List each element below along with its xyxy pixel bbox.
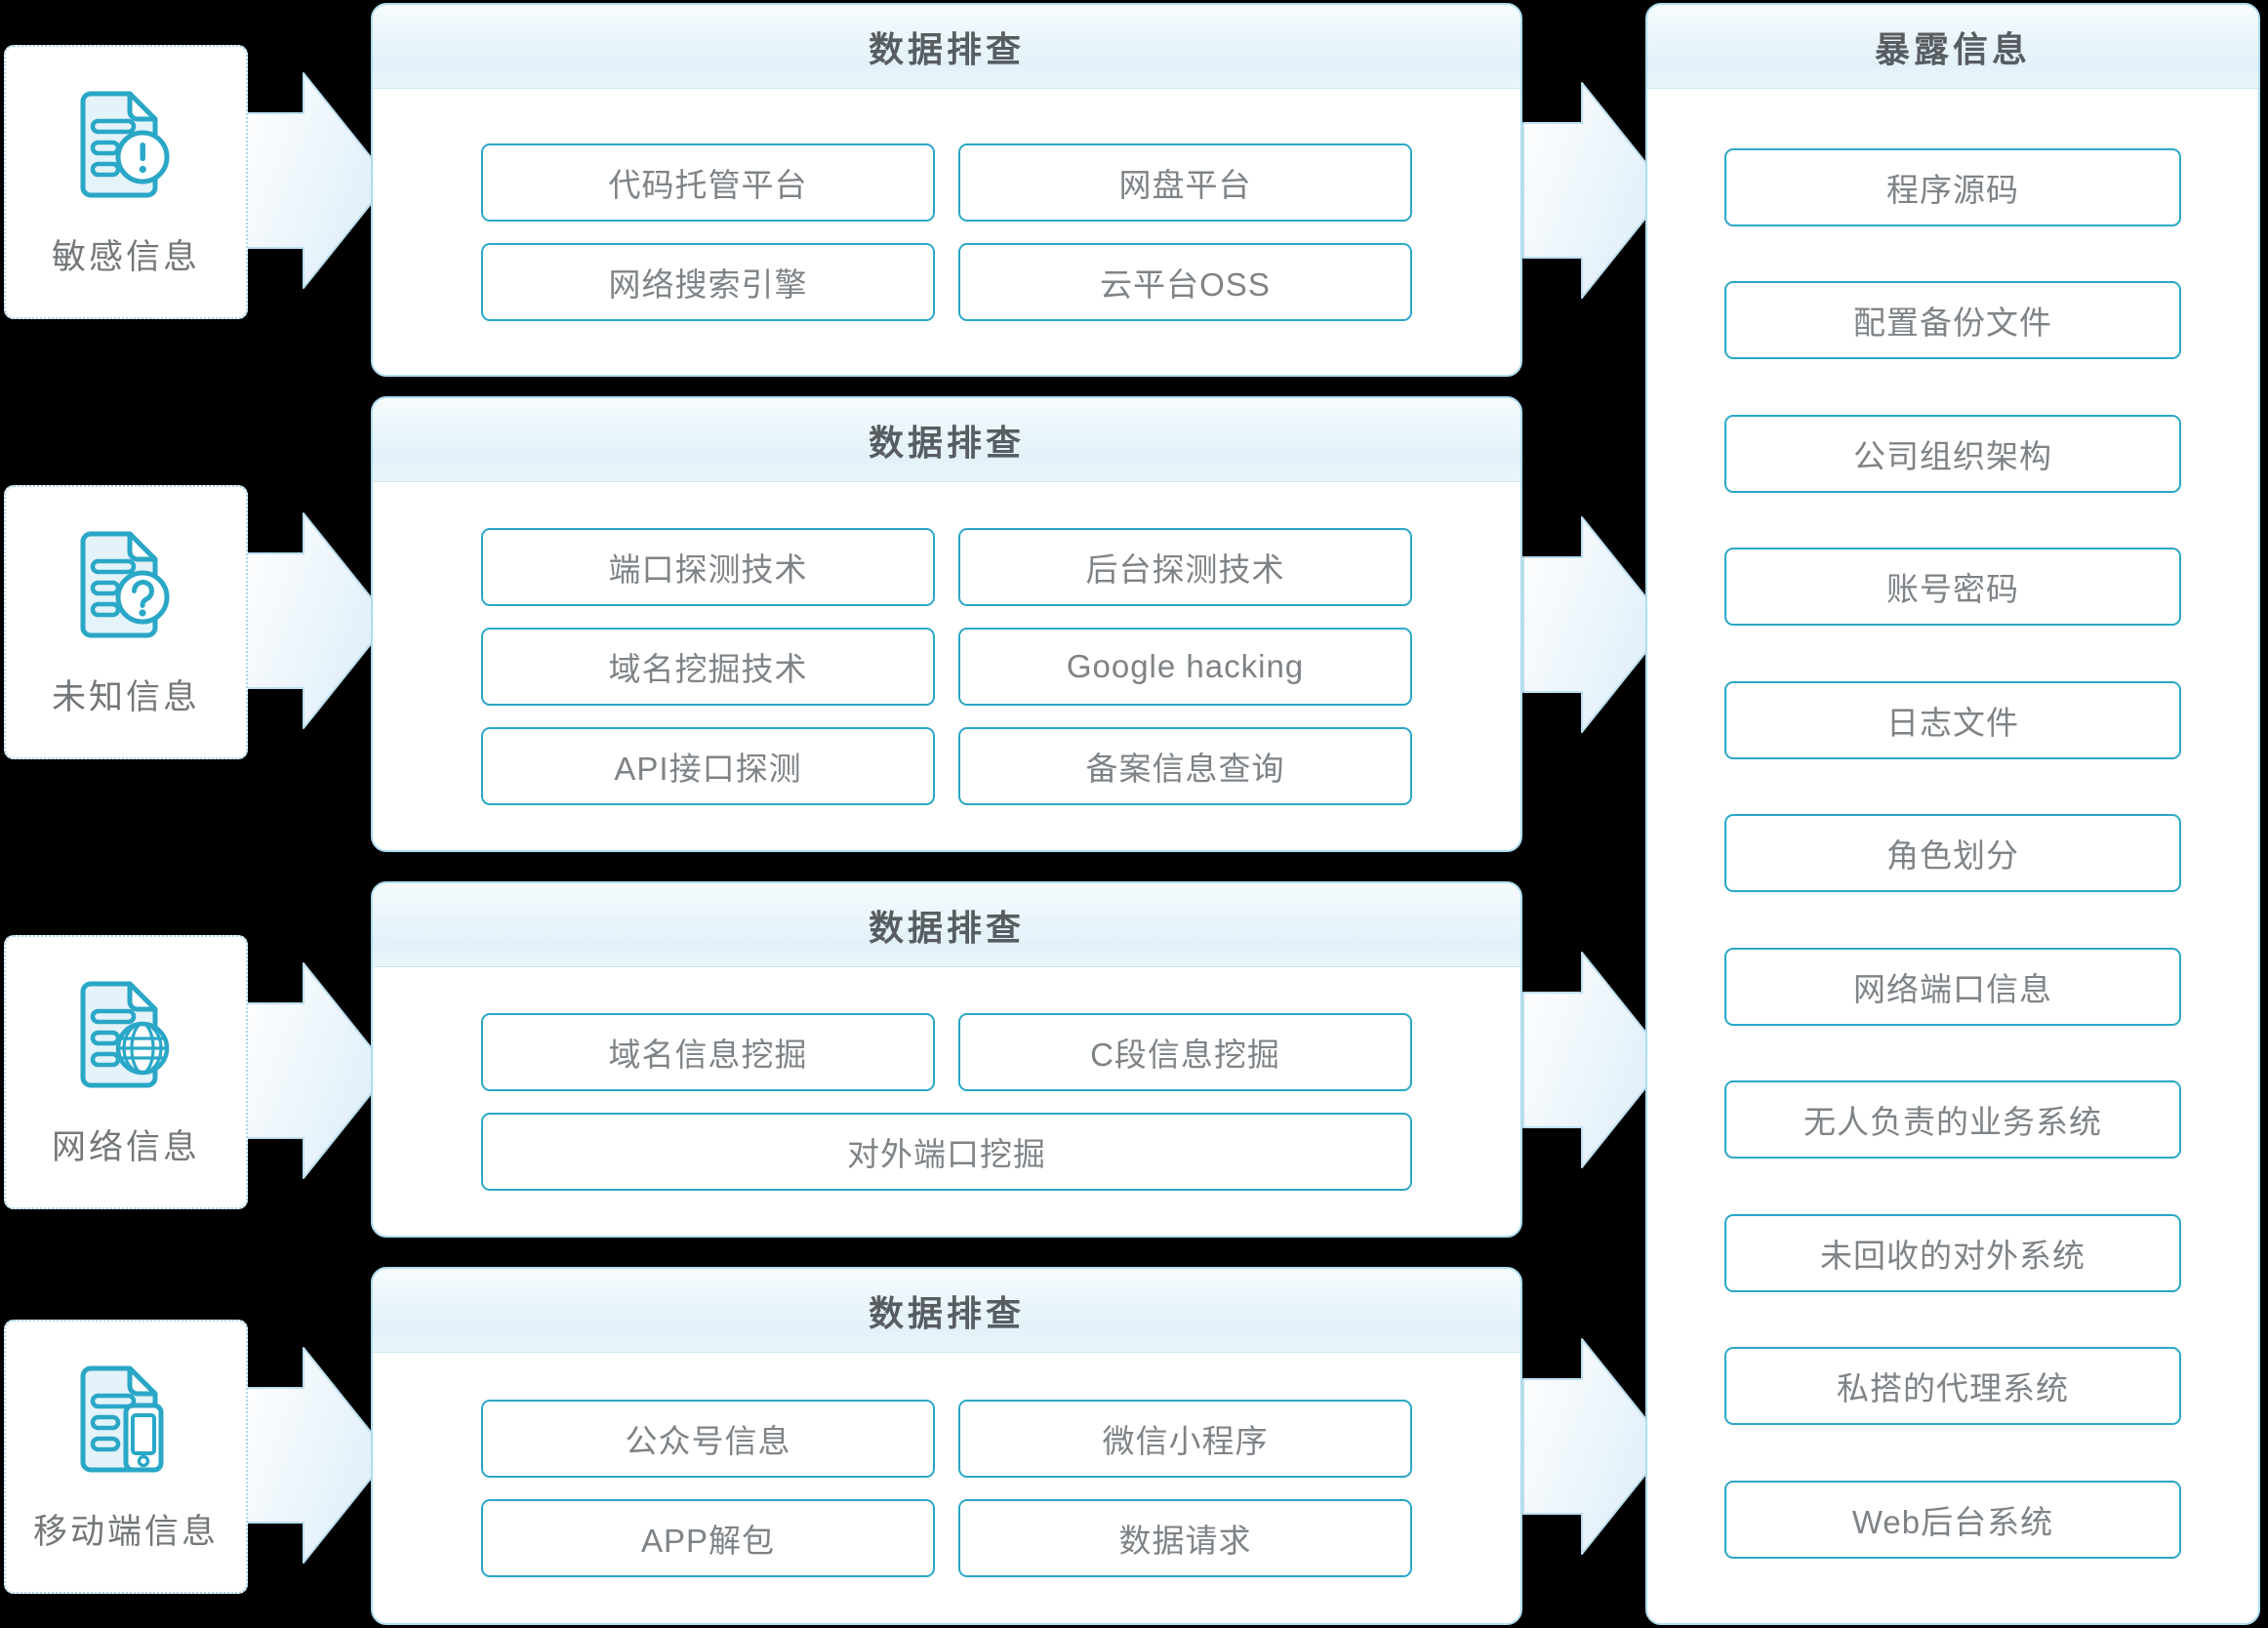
exposure-item-box: 无人负责的业务系统 [1724, 1080, 2181, 1159]
process-panel-title: 数据排查 [868, 28, 1025, 69]
process-step-box: 公众号信息 [481, 1399, 935, 1478]
flow-arrow-right-4 [1522, 1337, 1671, 1556]
source-label: 网络信息 [51, 1127, 200, 1166]
flow-arrow-left-3 [244, 961, 392, 1180]
process-step-grid: 公众号信息微信小程序 APP解包数据请求 [373, 1353, 1520, 1623]
process-step-box: 备案信息查询 [958, 726, 1412, 805]
document-alert-icon [67, 86, 184, 208]
process-panel-title: 数据排查 [868, 907, 1025, 948]
document-question-icon [67, 526, 184, 648]
exposure-item-box: 角色划分 [1724, 814, 2181, 892]
process-step-box: 端口探测技术 [481, 527, 935, 606]
process-step-box: 对外端口挖掘 [481, 1112, 1412, 1191]
process-step-grid: 代码托管平台网盘平台网络搜索引擎云平台OSS [373, 89, 1520, 375]
exposure-item-box: Web后台系统 [1724, 1480, 2181, 1559]
process-panel-header: 数据排查 [373, 1269, 1520, 1353]
process-step-box: 代码托管平台 [481, 142, 935, 222]
flow-arrow-right-2 [1522, 515, 1671, 734]
process-panel: 数据排查代码托管平台网盘平台网络搜索引擎云平台OSS [371, 3, 1522, 377]
process-panel-header: 数据排查 [373, 883, 1520, 967]
exposure-item-box: 私搭的代理系统 [1724, 1347, 2181, 1425]
exposure-panel-header: 暴露信息 [1647, 5, 2258, 89]
process-step-box: API接口探测 [481, 726, 935, 805]
process-step-box: 微信小程序 [958, 1399, 1412, 1478]
source-card: 移动端信息 [4, 1320, 248, 1594]
process-step-box: 网盘平台 [958, 142, 1412, 222]
source-card: 敏感信息 [4, 45, 248, 319]
process-panel-title: 数据排查 [868, 422, 1025, 463]
flow-arrow-left-1 [244, 71, 392, 290]
document-mobile-icon [67, 1361, 184, 1483]
source-card: 未知信息 [4, 485, 248, 759]
process-step-box: Google hacking [958, 627, 1412, 706]
exposure-item-box: 配置备份文件 [1724, 281, 2181, 359]
exposure-item-box: 未回收的对外系统 [1724, 1213, 2181, 1292]
process-step-grid: 域名信息挖掘 C段信息挖掘对外端口挖掘 [373, 967, 1520, 1236]
process-step-box: 后台探测技术 [958, 527, 1412, 606]
exposure-item-box: 日志文件 [1724, 680, 2181, 759]
process-panel-header: 数据排查 [373, 5, 1520, 89]
process-step-box: APP解包 [481, 1498, 935, 1577]
exposure-panel: 暴露信息 程序源码配置备份文件公司组织架构账号密码日志文件角色划分网络端口信息无… [1645, 3, 2260, 1625]
flow-arrow-right-3 [1522, 951, 1671, 1169]
process-panel-title: 数据排查 [868, 1292, 1025, 1333]
exposure-list: 程序源码配置备份文件公司组织架构账号密码日志文件角色划分网络端口信息无人负责的业… [1647, 89, 2258, 1623]
exposure-item-box: 公司组织架构 [1724, 414, 2181, 493]
source-label: 未知信息 [51, 677, 200, 716]
flow-arrow-left-4 [244, 1346, 392, 1565]
exposure-item-box: 网络端口信息 [1724, 947, 2181, 1026]
document-globe-icon [67, 976, 184, 1098]
source-label: 移动端信息 [32, 1512, 219, 1551]
process-step-box: 网络搜索引擎 [481, 242, 935, 321]
exposure-panel-title: 暴露信息 [1874, 28, 2031, 69]
exposure-item-box: 账号密码 [1724, 548, 2181, 626]
process-step-box: C段信息挖掘 [958, 1012, 1412, 1091]
process-panel-header: 数据排查 [373, 398, 1520, 482]
process-step-box: 云平台OSS [958, 242, 1412, 321]
flow-arrow-right-1 [1522, 81, 1671, 300]
process-step-box: 域名挖掘技术 [481, 627, 935, 706]
exposure-item-box: 程序源码 [1724, 147, 2181, 226]
process-step-box: 域名信息挖掘 [481, 1012, 935, 1091]
process-panel: 数据排查公众号信息微信小程序 APP解包数据请求 [371, 1267, 1522, 1625]
source-label: 敏感信息 [51, 237, 200, 276]
process-step-box: 数据请求 [958, 1498, 1412, 1577]
source-card: 网络信息 [4, 935, 248, 1209]
process-panel: 数据排查域名信息挖掘 C段信息挖掘对外端口挖掘 [371, 881, 1522, 1238]
flow-arrow-left-2 [244, 511, 392, 730]
